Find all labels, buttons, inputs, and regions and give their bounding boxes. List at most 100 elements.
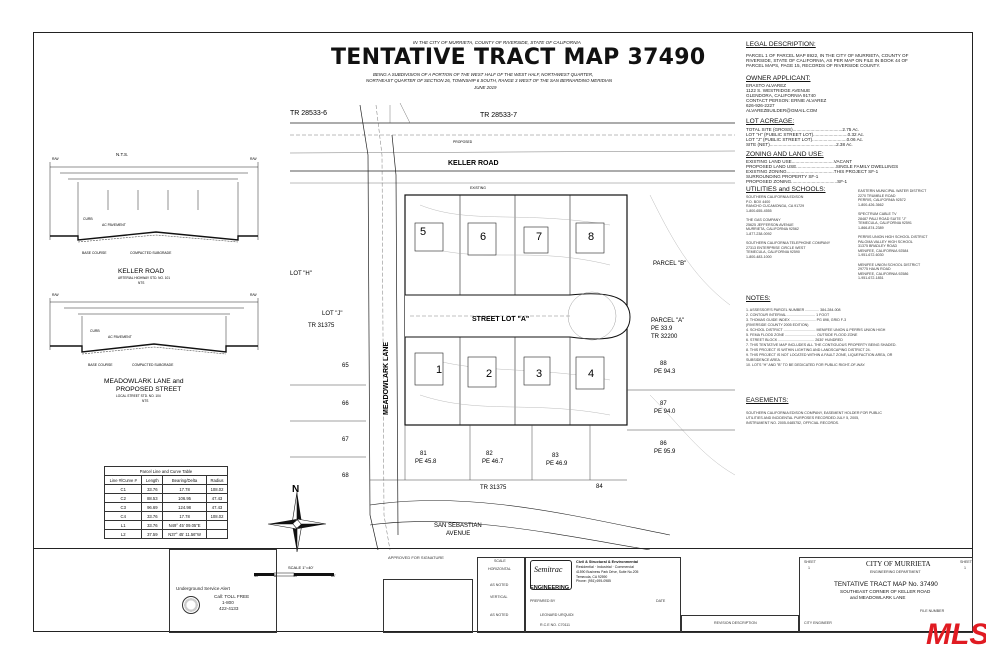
zoning-line: EXISTING LAND USE.......................…	[746, 159, 853, 164]
easement-line: UTILITIES AND INCIDENTAL PURPOSES RECORD…	[746, 416, 860, 420]
title-block: Underground Service Alert Call: TOLL FRE…	[33, 548, 973, 633]
mls-text: MLS	[926, 618, 986, 651]
company-phone: Phone: (951) 695-0985	[576, 579, 611, 583]
note-line: 4. SCHOOL DISTRICT .....................…	[746, 328, 886, 332]
utility-line: MENIFEE, CALIFORNIA 92584	[858, 248, 909, 253]
acreage-line: TOTAL SITE (GROSS)......................…	[746, 127, 859, 132]
scale-mark: 40'	[254, 574, 259, 578]
zoning-title: ZONING AND LAND USE:	[746, 151, 824, 158]
meadow-section-title-2: PROPOSED STREET	[116, 386, 181, 393]
parcel-a-label: PARCEL "A"	[651, 318, 684, 324]
utility-line: SOUTHERN CALIFORNIA EDISON	[746, 195, 804, 199]
city-engineer-label: CITY ENGINEER	[804, 621, 832, 625]
utility-line: 2270 TRUMBLE ROAD	[858, 193, 896, 198]
west-lot: 66	[342, 401, 349, 407]
call-number: 1-800	[222, 600, 234, 605]
utility-line: PERRIS, CALIFORNIA 92572	[858, 198, 906, 203]
legal-line: RIVERSIDE, STATE OF CALIFORNIA, AS PER M…	[746, 58, 908, 63]
meadow-section-sub: LOCAL STREET STD. NO. 104	[116, 394, 161, 398]
scale-bar	[254, 572, 334, 577]
tract-label: TR 31375	[480, 485, 507, 491]
north-label: N	[292, 484, 299, 495]
subgrade-label: COMPACTED SUBGRADE	[132, 363, 174, 367]
company-line: Residential · Industrial · Commercial	[576, 565, 634, 569]
tract-label: TR 31375	[308, 323, 335, 329]
call-number: 422-4133	[219, 606, 239, 611]
meadowlark-lane-label: MEADOWLARK LANE	[383, 342, 390, 415]
utility-line: MENIFEE, CALIFORNIA 92586	[858, 271, 909, 276]
mls-watermark-logo: MLS	[926, 618, 986, 651]
note-line: 6. STREET BLOCK ........................…	[746, 338, 843, 342]
note-line: 7. THIS TENTATIVE MAP INCLUDES ALL THE C…	[746, 343, 897, 347]
utility-line: EASTERN MUNICIPAL WATER DISTRICT	[858, 189, 927, 193]
sheet-label: SHEET	[804, 560, 816, 564]
page-title: TENTATIVE TRACT MAP 37490	[331, 45, 706, 70]
utility-line: MENIFEE UNION SCHOOL DISTRICT	[858, 262, 921, 267]
curb-label: CURB	[90, 329, 100, 333]
north-arrow-icon	[267, 491, 327, 553]
company-city: Temecula, CA 92590	[576, 574, 608, 579]
utility-line: 1-800-483-1000	[746, 254, 772, 259]
tract-label: TR 28533-7	[480, 112, 517, 119]
base-label: BASE COURSE	[82, 251, 107, 255]
lot-5: 5	[420, 226, 426, 238]
map-title: TENTATIVE TRACT MAP No. 37490	[834, 581, 938, 588]
tract-label: TR 28533-6	[290, 110, 327, 117]
tract-label: TR 32200	[651, 334, 678, 340]
utility-line: THE GAS COMPANY	[746, 218, 781, 222]
legal-title: LEGAL DESCRIPTION:	[746, 41, 816, 48]
vertical-label: VERTICAL	[490, 595, 508, 599]
west-lot: 65	[342, 363, 349, 369]
as-noted: AS NOTED	[490, 613, 509, 617]
easements-title: EASEMENTS:	[746, 397, 789, 404]
utility-line: 1-877-238-0092	[746, 231, 772, 236]
scale-cell: SCALE HORIZONTAL AS NOTED VERTICAL AS NO…	[477, 557, 525, 633]
curve-table-title: Parcel Line and Curve Table	[104, 466, 228, 476]
scale-mark: 0	[274, 574, 276, 578]
utility-line: SOUTHERN CALIFORNIA TELEPHONE COMPANY	[746, 241, 831, 245]
pavement-label: AC PAVEMENT	[108, 335, 132, 339]
acreage-line: SITE (NET)..............................…	[746, 142, 853, 147]
site-plan-map: 5 6 7 8 1 2 3 4 TR 28533-6 TR 28533-7 KE…	[289, 102, 736, 550]
curve-table: Parcel Line and Curve Table Line #/Curve…	[103, 466, 228, 539]
company-line: Civil & Structural & Environmental	[576, 560, 639, 564]
utility-line: 25625 JEFFERSON AVENUE	[746, 222, 794, 227]
lot-3: 3	[536, 368, 542, 380]
pavement-label: AC PAVEMENT	[102, 223, 126, 227]
sheet-number: 1	[808, 566, 810, 570]
owner-line: CONTACT PERSON: ERNIE ALVAREZ	[746, 98, 827, 103]
map-location: and MEADOWLARK LANE	[850, 595, 906, 600]
street-sections: N.T.S. R/W R/W CURB AC PAVEMENT BASE COU…	[49, 152, 259, 403]
south-lot: 81	[420, 451, 427, 457]
utility-line: TEMECULA, CALIFORNIA 92591	[858, 221, 912, 226]
note-line: 9. THIS PROJECT IS NOT LOCATED WITHIN A …	[746, 353, 893, 357]
firm-script: Semitrac	[534, 565, 563, 574]
utility-line: 1-800-655-4555	[746, 208, 772, 213]
legal-line: PARCEL 1 OF PARCEL MAP 8922, IN THE CITY…	[746, 53, 909, 58]
utility-line: TEMECULA, CALIFORNIA 92590	[746, 250, 800, 255]
owner-title: OWNER APPLICANT:	[746, 75, 811, 82]
keller-section-title: KELLER ROAD	[118, 268, 164, 275]
lot-4: 4	[588, 368, 594, 380]
as-noted: AS NOTED	[490, 583, 509, 587]
acreage-title: LOT ACREAGE:	[746, 118, 795, 125]
utility-line: RANCHO CUCAMONGA, CA 91729	[746, 204, 805, 209]
zoning-line: PROPOSED ZONING.........................…	[746, 179, 848, 184]
lot-7: 7	[536, 231, 542, 243]
meadow-section-title: MEADOWLARK LANE and	[104, 378, 184, 385]
scale-label: SCALE 1"=40'	[288, 565, 314, 570]
keller-nts: NTS	[138, 281, 144, 285]
south-lot: 84	[596, 484, 603, 490]
curb-label: CURB	[83, 217, 93, 221]
south-lot-pe: PE 46.7	[482, 459, 504, 465]
meadow-nts: NTS	[142, 399, 148, 403]
note-line: 3. THOMAS GUIDE INDEX ..................…	[746, 318, 847, 322]
south-lot: 83	[552, 453, 559, 459]
easement-line: SOUTHERN CALIFORNIA EDISON COMPANY, EASE…	[746, 411, 882, 415]
sheet-label: SHEET	[960, 560, 972, 564]
east-lot: 86	[660, 441, 667, 447]
south-lot: 82	[486, 451, 493, 457]
south-lot-pe: PE 46.9	[546, 461, 568, 467]
